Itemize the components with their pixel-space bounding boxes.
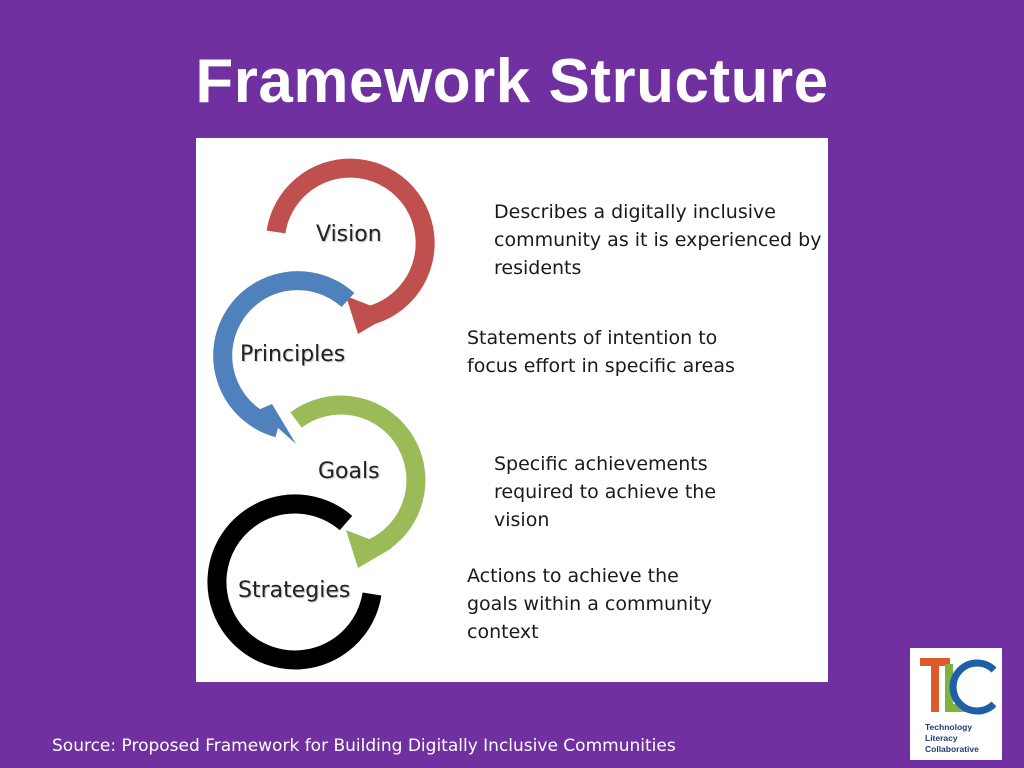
framework-diagram: Vision Principles Goals Strategies Descr… [196, 138, 828, 682]
stage-label-goals: Goals [318, 459, 380, 484]
stage-label-vision: Vision [316, 222, 382, 247]
stage-description-strategies: Actions to achieve the goals within a co… [467, 565, 713, 643]
source-citation: Source: Proposed Framework for Building … [52, 736, 676, 756]
tlc-logo-line-1: Technology [925, 722, 973, 732]
vision-arrow [266, 158, 435, 326]
stage-label-principles: Principles [240, 342, 346, 367]
strategies-ring [207, 494, 382, 670]
principles-arrowhead [258, 404, 296, 444]
tlc-logo-line-2: Literacy [925, 733, 958, 743]
stage-description-principles: Statements of intention to focus effort … [467, 327, 735, 377]
vision-arrowhead [346, 296, 392, 334]
goals-arrow [290, 395, 426, 559]
tlc-logo-mark [920, 658, 996, 715]
tlc-logo: Technology Literacy Collaborative [910, 648, 1002, 760]
stage-description-goals: Specific achievements required to achiev… [494, 453, 717, 531]
tlc-logo-text: Technology Literacy Collaborative [925, 722, 979, 755]
stage-label-strategies: Strategies [238, 578, 351, 603]
cycle-arrows [207, 158, 435, 670]
stage-description-vision: Describes a digitally inclusive communit… [494, 201, 822, 279]
principles-arrow [213, 271, 355, 438]
slide-title: Framework Structure [195, 47, 829, 116]
goals-arrowhead [346, 530, 392, 568]
tlc-logo-line-3: Collaborative [925, 744, 979, 754]
